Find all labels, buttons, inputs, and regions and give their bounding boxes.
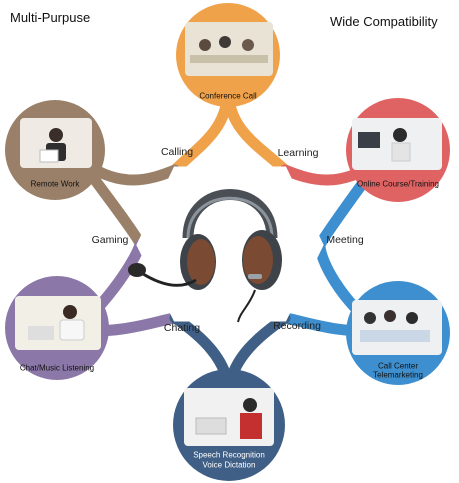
caption-online-course: Online Course/Training [357,179,439,189]
label-recording: Recording [273,320,321,332]
caption-speech-line2: Voice Dictation [202,460,256,470]
label-chating: Chating [163,322,201,334]
caption-speech-line1: Speech Recognition [193,450,265,460]
scene-online-course [346,98,450,202]
caption-call-center-line2: Telemarketing [373,370,423,380]
scene-conference [176,3,280,107]
right-title: Wide Compatibility [330,14,438,29]
headset-icon [128,189,282,323]
scene-speech-recognition [173,369,285,481]
left-title: Multi-Purpuse [10,10,91,25]
label-meeting: Meeting [326,234,364,246]
label-gaming: Gaming [91,234,129,246]
caption-remote-work: Remote Work [30,179,80,189]
caption-conference: Conference Call [199,91,257,101]
center-hexagon [136,166,324,322]
scene-call-center [346,281,450,385]
caption-call-center-line1: Call Center [377,361,419,371]
scene-chat-music [5,276,109,380]
label-calling: Calling [160,146,194,158]
scene-remote-work [5,100,105,200]
caption-chat-music: Chat/Music Listening [19,363,95,373]
label-learning: Learning [277,147,319,159]
